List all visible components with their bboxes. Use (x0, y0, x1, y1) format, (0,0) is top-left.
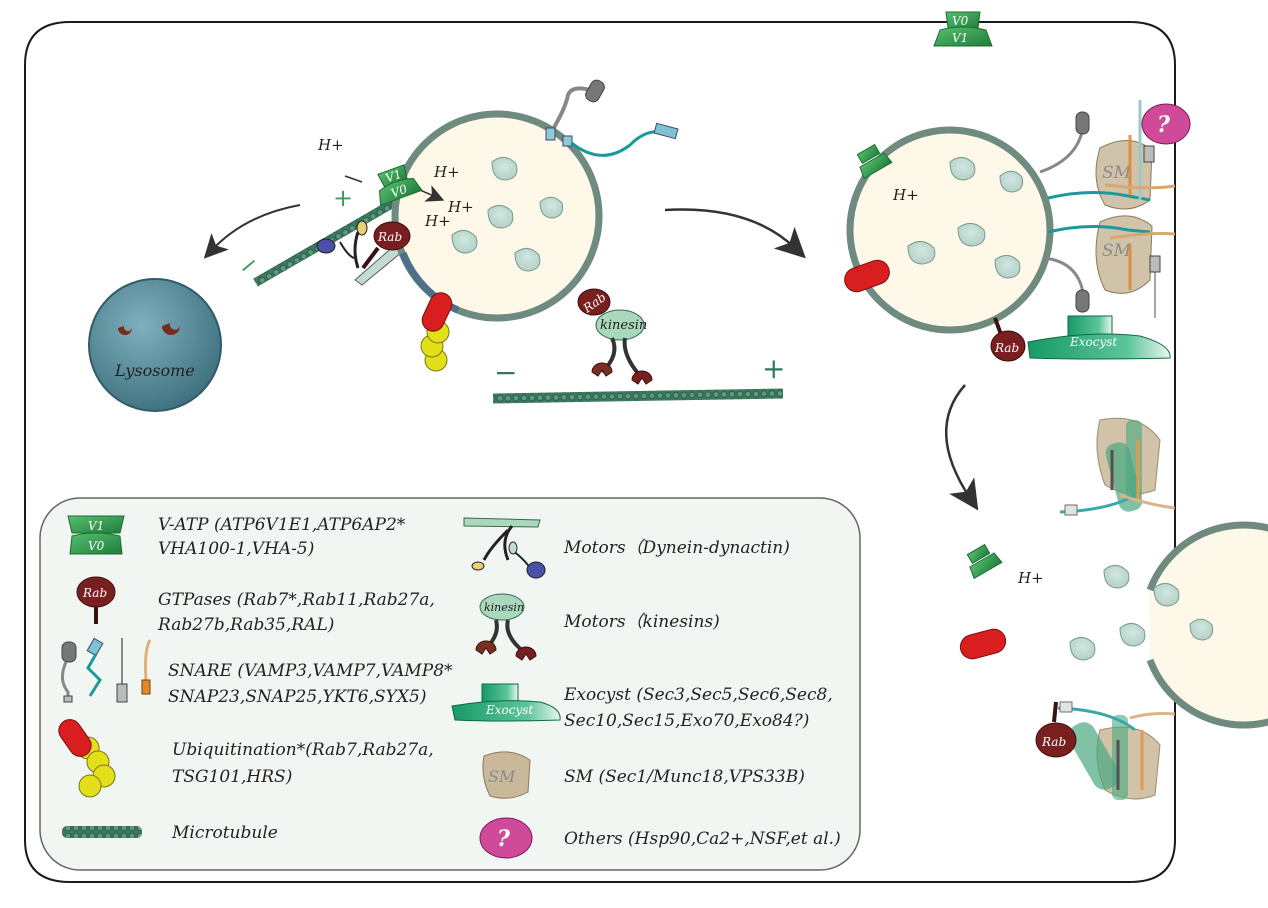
legend-dynein-line1: Motors（Dynein-dynactin) (563, 538, 790, 558)
vesicle1-h-outside: H+ (317, 136, 344, 154)
legend-vatp-icon-bottom: V0 (88, 539, 105, 553)
legend-dynein: Motors（Dynein-dynactin) (463, 517, 790, 579)
legend-sm-line1: SM (Sec1/Munc18,VPS33B) (564, 767, 805, 787)
vesicle-1: + − H+ H+ H+ H+ V1 V0 (232, 79, 785, 404)
vesicle3-rab: Rab (1035, 701, 1077, 758)
vesicle1-mt-minus: − (494, 356, 517, 389)
lysosome: Lysosome (88, 278, 222, 412)
vesicle2-h-label: H+ (892, 186, 919, 204)
legend-sm: SM SM (Sec1/Munc18,VPS33B) (482, 751, 805, 799)
cell-vatp-marker: V0 V1 (933, 11, 993, 47)
legend-vatp-icon-top: V1 (88, 519, 104, 533)
cell-marker-bottom-label: V1 (952, 31, 968, 45)
legend-snare-line2: SNAP23,SNAP25,YKT6,SYX5) (168, 687, 426, 707)
legend-exocyst-line1: Exocyst (Sec3,Sec5,Sec6,Sec8, (563, 685, 833, 705)
vesicle1-h-inside-2: H+ (447, 198, 474, 216)
legend-kinesin: kinesin Motors（kinesins) (475, 593, 720, 661)
legend-exocyst-icon-label: Exocyst (485, 703, 533, 717)
vesicle2-exocyst: Exocyst (1027, 315, 1171, 360)
lysosome-label: Lysosome (114, 361, 195, 380)
vesicle1-h-inside-3: H+ (424, 212, 451, 230)
vesicle1-rab-left: Rab (361, 221, 411, 270)
vesicle1-plus-sign: + (333, 184, 353, 212)
vesicle1-kinesin-microtubule (492, 388, 784, 404)
legend-rab-icon-label: Rab (82, 586, 107, 600)
legend-ubiquitination-line2: TSG101,HRS) (172, 767, 292, 787)
legend-snare-line1: SNARE (VAMP3,VAMP7,VAMP8* (168, 661, 453, 681)
vesicle1-vatp-bottom-label: V0 (389, 182, 409, 201)
legend-sm-icon-label: SM (488, 767, 516, 786)
legend-exocyst-line2: Sec10,Sec15,Exo70,Exo84?) (564, 711, 809, 731)
vesicle1-vatpase: V1 V0 (377, 164, 423, 207)
vesicle2-sm-label-1: SM (1102, 163, 1132, 183)
vesicle1-h-dash (344, 175, 363, 183)
legend-exocyst: Exocyst Exocyst (Sec3,Sec5,Sec6,Sec8, Se… (451, 683, 833, 731)
legend-snare: SNARE (VAMP3,VAMP7,VAMP8* SNAP23,SNAP25,… (61, 637, 453, 707)
vesicle1-vatp-top-label: V1 (383, 167, 403, 186)
legend-others: ? Others (Hsp90,Ca2+,NSF,et al.) (479, 817, 841, 859)
legend-vatp: V1 V0 V-ATP (ATP6V1E1,ATP6AP2* VHA100-1,… (67, 515, 406, 559)
vesicle-3: H+ (959, 417, 1268, 800)
vesicle1-ubiquitination (420, 292, 453, 372)
legend-kinesin-icon-label: kinesin (484, 601, 524, 614)
legend-kinesin-line1: Motors（kinesins) (563, 612, 720, 632)
vesicle2-ubiquitin (844, 259, 890, 293)
vesicle-2: H+ Rab SM SM (844, 100, 1191, 362)
vesicle2-others: ? (1141, 103, 1191, 145)
legend-ubiquitination-line1: Ubiquitination*(Rab7,Rab27a, (172, 740, 434, 760)
vesicle3-rab-label: Rab (1041, 735, 1066, 749)
legend-ubiquitination: Ubiquitination*(Rab7,Rab27a, TSG101,HRS) (58, 719, 434, 798)
vesicle3-vatpase (966, 543, 1003, 580)
arrow-to-fusion (945, 384, 979, 511)
legend-others-line1: Others (Hsp90,Ca2+,NSF,et al.) (564, 829, 841, 849)
legend: V1 V0 V-ATP (ATP6V1E1,ATP6AP2* VHA100-1,… (39, 497, 861, 871)
vesicle1-h-inside-1: H+ (433, 163, 460, 181)
vesicle1-rab-left-label: Rab (377, 230, 402, 244)
vesicle2-question-mark: ? (1157, 112, 1171, 138)
vesicle2-sm-label-2: SM (1102, 241, 1132, 261)
legend-gtpases-line2: Rab27b,Rab35,RAL) (157, 615, 334, 635)
arrow-to-membrane (664, 208, 806, 259)
cell-marker-top-label: V0 (952, 14, 969, 28)
vesicle2-vatpase (856, 143, 893, 180)
legend-vatp-line1: V-ATP (ATP6V1E1,ATP6AP2* (158, 515, 406, 535)
vesicle2-rab-label: Rab (994, 341, 1019, 355)
vesicle1-kinesin-label: kinesin (600, 318, 647, 333)
legend-vatp-line2: VHA100-1,VHA-5) (158, 539, 314, 559)
vesicle3-ubiquitin (959, 628, 1007, 660)
vesicle3-h-label: H+ (1017, 569, 1044, 587)
vesicle2-snares (1039, 100, 1176, 318)
legend-gtpases: Rab GTPases (Rab7*,Rab11,Rab27a, Rab27b,… (76, 576, 435, 635)
legend-microtubule: Microtubule (62, 823, 278, 843)
vesicle2-exocyst-label: Exocyst (1069, 335, 1117, 349)
arrow-to-lysosome (203, 204, 301, 259)
vesicle1-mt-plus: + (762, 352, 785, 385)
vesicle1-snares (545, 79, 679, 157)
vesicle3-upper-complex (1059, 417, 1176, 516)
vesicle1-dynein-motor (316, 220, 403, 286)
legend-others-icon-label: ? (497, 826, 511, 852)
legend-gtpases-line1: GTPases (Rab7*,Rab11,Rab27a, (158, 590, 435, 610)
vesicle1-kinesin-motor: Rab kinesin (577, 288, 653, 385)
vesicle1-proton-arrow (419, 185, 445, 202)
legend-microtubule-line1: Microtubule (171, 823, 278, 843)
vesicle2-rab: Rab (990, 317, 1026, 362)
vesicle3-lower-complex (1057, 701, 1176, 800)
